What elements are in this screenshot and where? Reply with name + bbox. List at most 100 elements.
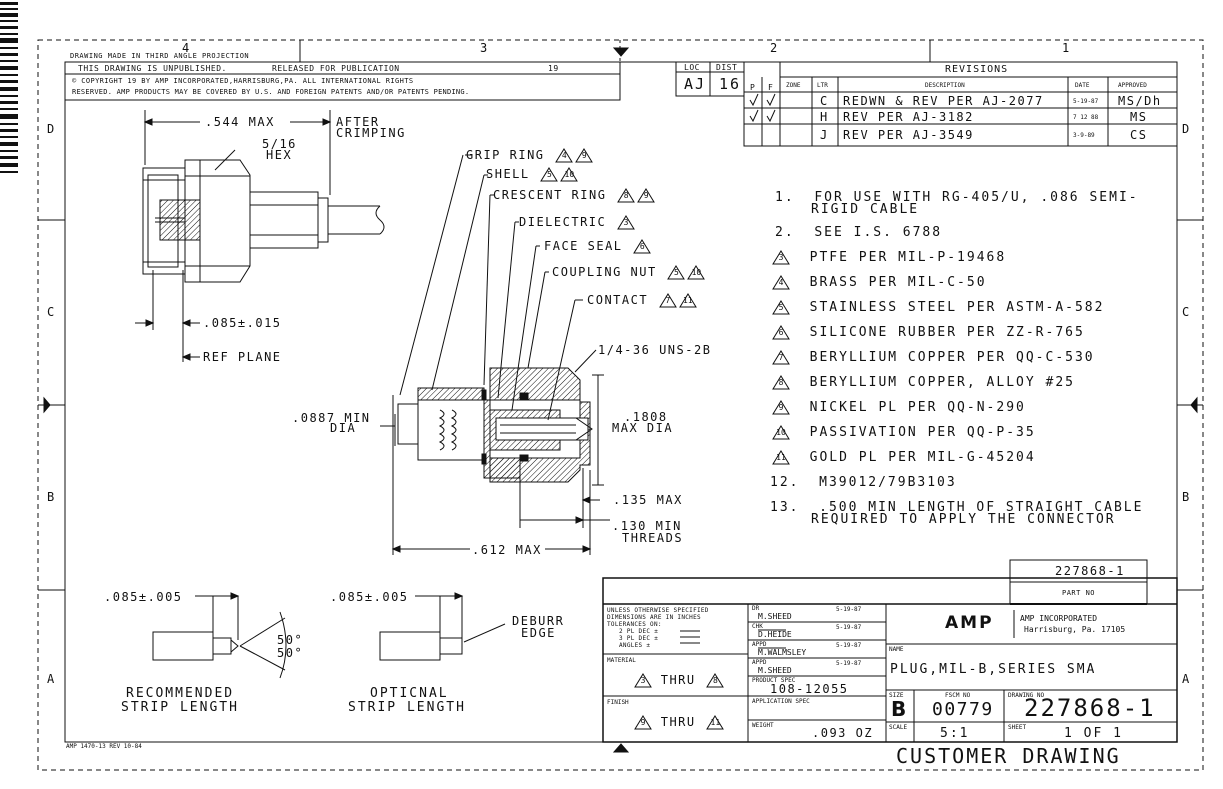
face-seal-label: FACE SEAL 6 <box>544 239 652 254</box>
sheet-value: 1 OF 1 <box>1064 726 1123 741</box>
form-number: AMP 1470-13 REV 10-84 <box>66 743 142 750</box>
chk-name: D.HEIDE <box>758 630 792 639</box>
drawing-no-label: DRAWING NO <box>1008 692 1045 699</box>
note-11: 11 GOLD PL PER MIL-G-45204 <box>770 450 1036 465</box>
tolerance-block: UNLESS OTHERWISE SPECIFIED DIMENSIONS AR… <box>607 607 709 649</box>
flag-8-icon: 8 <box>706 673 725 688</box>
min-dia-1: .0887 MIN <box>292 411 371 425</box>
appd-date: 5-19-87 <box>836 642 862 649</box>
appd2-name: M.SHEED <box>758 666 792 675</box>
flag-10-icon: 10 <box>772 425 790 440</box>
rev-header-description: DESCRIPTION <box>925 82 965 89</box>
appd2-label: APPD <box>752 659 767 666</box>
appd2-date: 5-19-87 <box>836 660 862 667</box>
section-view <box>380 154 610 555</box>
amp-logo: AMP <box>945 613 994 633</box>
note-5: 5 STAINLESS STEEL PER ASTM-A-582 <box>770 300 1104 315</box>
flag-3-icon: 3 <box>772 250 790 265</box>
loc-value: AJ <box>684 75 707 93</box>
dielectric-label: DIELECTRIC 3 <box>519 215 635 230</box>
finish-label: FINISH <box>607 699 629 706</box>
note-12: 12. M39012/79B3103 <box>770 475 957 490</box>
zone-top-1: 1 <box>1062 41 1071 55</box>
revisions-title: REVISIONS <box>945 64 1009 75</box>
loc-label: LOC <box>684 63 700 72</box>
drawing-number: 227868-1 <box>1024 694 1156 722</box>
released-note: RELEASED FOR PUBLICATION <box>272 64 400 73</box>
note-7: 7 BERYLLIUM COPPER PER QQ-C-530 <box>770 350 1095 365</box>
size-label: SIZE <box>889 692 904 699</box>
rev-row-2-desc: REV PER AJ-3182 <box>843 110 974 124</box>
product-spec-label: PRODUCT SPEC <box>752 677 796 684</box>
zone-top-3: 3 <box>480 41 489 55</box>
dr-name: M.SHEED <box>758 612 792 621</box>
flag-10-icon: 10 <box>560 167 579 182</box>
company-name: AMP INCORPORATED <box>1020 614 1098 623</box>
dim-135-max: .135 MAX <box>613 493 683 507</box>
zone-side-b-right: B <box>1182 490 1191 504</box>
dim-544-max: .544 MAX <box>205 115 275 129</box>
strip-views <box>152 592 506 679</box>
flag-9-icon: 9 <box>575 148 594 163</box>
note-9: 9 NICKEL PL PER QQ-N-290 <box>770 400 1026 415</box>
flag-8-icon: 8 <box>617 188 636 203</box>
zone-side-c-left: C <box>47 305 56 319</box>
optional-strip-1: OPTICNAL <box>370 686 449 701</box>
rev-row-2-appr: MS <box>1130 110 1148 124</box>
scan-edge-marks <box>0 2 18 173</box>
strip-dim-1: .085±.005 <box>104 590 183 604</box>
product-spec: 108-12055 <box>770 682 849 696</box>
rev-row-3-appr: CS <box>1130 128 1148 142</box>
note-1-cont: RIGID CABLE <box>811 202 920 217</box>
size-value: B <box>891 697 907 721</box>
zone-side-a-left: A <box>47 672 56 686</box>
projection-note: DRAWING MADE IN THIRD ANGLE PROJECTION <box>70 52 250 60</box>
fscm-label: FSCM NO <box>945 692 971 699</box>
rev-header-zone: ZONE <box>786 82 801 89</box>
rev-row-3-date: 3-9-89 <box>1073 132 1095 139</box>
deburr-1: DEBURR <box>512 614 565 628</box>
flag-11-icon: 11 <box>772 450 790 465</box>
zone-side-d-right: D <box>1182 122 1191 136</box>
zone-side-c-right: C <box>1182 305 1191 319</box>
note-2: 2. SEE I.S. 6788 <box>775 225 943 240</box>
zone-side-d-left: D <box>47 122 56 136</box>
note-8: 8 BERYLLIUM COPPER, ALLOY #25 <box>770 375 1075 390</box>
flag-10-icon: 10 <box>687 265 706 280</box>
strip-dim-2: .085±.005 <box>330 590 409 604</box>
company-address: Harrisburg, Pa. 17105 <box>1024 625 1126 634</box>
zone-side-b-left: B <box>47 490 56 504</box>
angle-1: 50° <box>277 633 304 647</box>
flag-4-icon: 4 <box>772 275 790 290</box>
application-spec-label: APPLICATION SPEC <box>752 698 810 705</box>
rev-row-3-ltr: J <box>820 128 829 142</box>
dist-label: DIST <box>716 63 738 72</box>
release-year: 19 <box>548 64 559 73</box>
recommended-strip-2: STRIP LENGTH <box>121 700 239 715</box>
rev-row-3-desc: REV PER AJ-3549 <box>843 128 974 142</box>
note-1: 1. FOR USE WITH RG-405/U, .086 SEMI- <box>775 190 1139 205</box>
note-13: 13. .500 MIN LENGTH OF STRAIGHT CABLE <box>770 500 1144 515</box>
rev-row-1-desc: REDWN & REV PER AJ-2077 <box>843 94 1044 108</box>
zone-top-2: 2 <box>770 41 779 55</box>
note-10: 10 PASSIVATION PER QQ-P-35 <box>770 425 1036 440</box>
flag-3-icon: 3 <box>617 215 635 230</box>
rev-header-approved: APPROVED <box>1118 82 1147 89</box>
rev-row-2-date: 7 12 88 <box>1073 114 1099 121</box>
scale-label: SCALE <box>889 724 908 731</box>
dim-085-015: .085±.015 <box>203 316 282 330</box>
note-6: 6 SILICONE RUBBER PER ZZ-R-765 <box>770 325 1085 340</box>
hex-label: HEX <box>266 148 293 162</box>
scale-value: 5:1 <box>940 726 970 741</box>
fscm-value: 00779 <box>932 699 994 720</box>
part-number-label: PART NO <box>1062 589 1096 597</box>
zone-side-a-right: A <box>1182 672 1191 686</box>
flag-6-icon: 6 <box>633 239 652 254</box>
p-label: P <box>750 83 756 92</box>
part-number: 227868-1 <box>1055 564 1125 578</box>
appd-name: M.WALMSLEY <box>758 648 807 657</box>
flag-4-icon: 4 <box>555 148 574 163</box>
rev-row-1-ltr: C <box>820 94 829 108</box>
